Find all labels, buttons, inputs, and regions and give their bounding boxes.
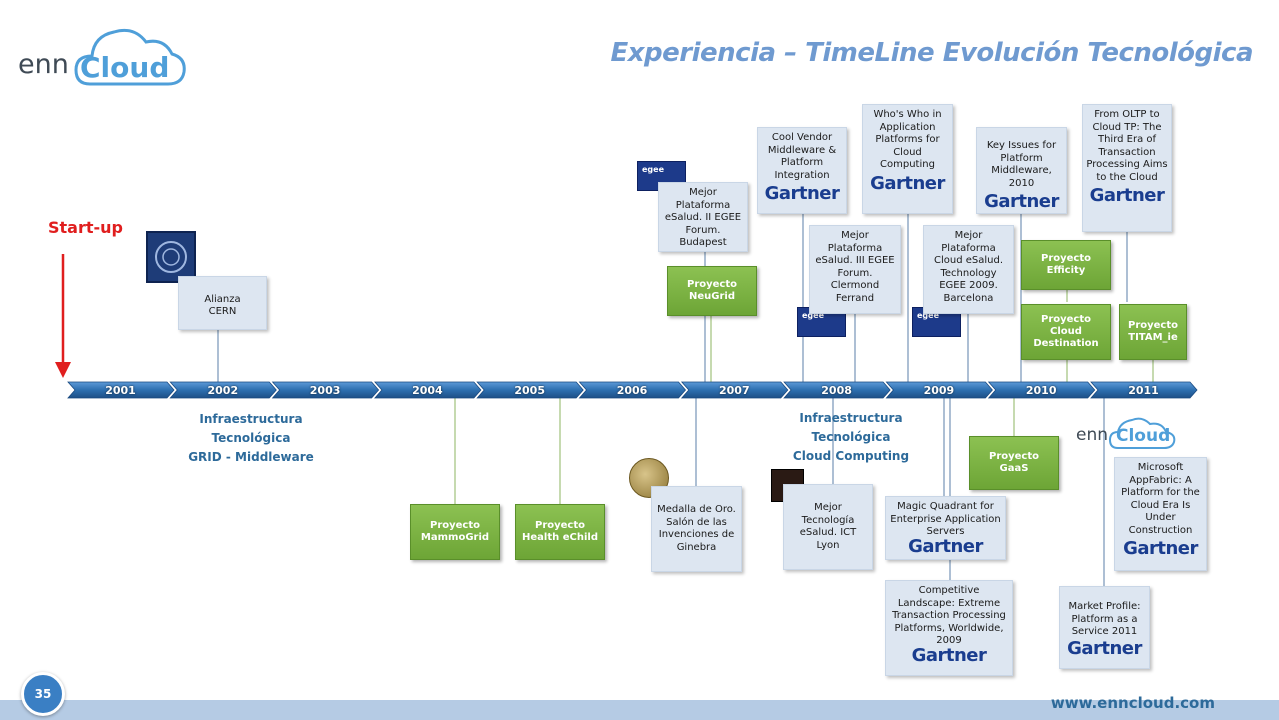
gold-medal-image [629,458,669,498]
egee-label: egee [642,165,665,174]
box-text: Alianza CERN [204,293,241,318]
gartner-logo: Gartner [870,174,945,192]
cloud-logo-small-icon [1108,417,1176,449]
green-text: Proyecto Cloud Destination [1033,314,1099,349]
box-magic-quadrant: Magic Quadrant for Enterprise Applicatio… [885,496,1006,560]
box-cool-vendor: Cool Vendor Middleware & Platform Integr… [757,127,847,214]
box-text: Mejor Plataforma Cloud eSalud. Technolog… [933,230,1003,304]
box-text: Mejor Tecnología eSalud. ICT Lyon [799,502,857,551]
enncloud-logo: enn Cloud [18,18,188,93]
enncloud-logo-small: enn Cloud [1076,412,1186,452]
box-ict-lyon: Mejor Tecnología eSalud. ICT Lyon [783,484,873,570]
gartner-text: Gartner [1089,185,1165,206]
timeline-year-label: 2002 [207,383,239,397]
timeline-year-label: 2006 [616,383,648,397]
gartner-text: Gartner [1067,637,1142,659]
timeline-year-label: 2007 [718,383,750,397]
era-line: Tecnológica [811,430,891,444]
timeline-year-label: 2003 [309,383,341,397]
era-line: Infraestructura [199,412,303,426]
slide-title: Experiencia – TimeLine Evolución Tecnoló… [610,38,1254,68]
logo-cloud-text: Cloud [1116,426,1171,446]
timeline-year-label: 2008 [821,383,852,397]
egee-label: egee [917,311,940,320]
box-text: Competitive Landscape: Extreme Transacti… [892,585,1006,646]
startup-arrow-icon [55,362,71,378]
era-line: Cloud Computing [792,449,910,463]
logo-cloud-text: Cloud [80,51,170,84]
era-line: Tecnológica [211,431,291,445]
box-text: Mejor Plataforma eSalud. III EGEE Forum.… [815,230,895,304]
cern-logo-image [146,231,196,283]
box-appfabric: Microsoft AppFabric: A Platform for the … [1114,457,1207,571]
box-egee-clermont: Mejor Plataforma eSalud. III EGEE Forum.… [809,225,901,314]
box-egee-barcelona: Mejor Plataforma Cloud eSalud. Technolog… [923,225,1014,314]
page-number: 35 [21,672,65,716]
gartner-text: Gartner [870,172,945,194]
green-cloud-destination: Proyecto Cloud Destination [1021,304,1111,360]
box-whos-who: Who's Who in Application Platforms for C… [862,104,953,214]
box-text: Cool Vendor Middleware & Platform Integr… [767,132,837,181]
startup-label: Start-up [48,218,123,237]
gartner-text: Gartner [911,644,987,666]
gartner-logo: Gartner [765,185,840,203]
cloud-logo-icon [74,28,186,86]
gartner-text: Gartner [764,183,840,204]
era-line: GRID - Middleware [188,450,314,464]
box-text: Microsoft AppFabric: A Platform for the … [1121,462,1200,536]
timeline-year-label: 2010 [1025,383,1057,397]
green-health-echild: Proyecto Health eChild [515,504,605,560]
gartner-logo: Gartner [1090,187,1165,205]
box-medalla: Medalla de Oro. Salón de las Invenciones… [651,486,742,572]
era-grid-middleware: Infraestructura Tecnológica GRID - Middl… [176,410,326,467]
box-text: Medalla de Oro. Salón de las Invenciones… [657,504,736,553]
timeline-year-label: 2004 [412,383,443,397]
green-efficity: Proyecto Efficity [1021,240,1111,290]
gartner-logo: Gartner [1123,540,1198,558]
logo-enn-text: enn [1076,425,1109,445]
era-line: Infraestructura [799,411,903,425]
box-oltp: From OLTP to Cloud TP: The Third Era of … [1082,104,1172,232]
era-cloud-computing: Infraestructura Tecnológica Cloud Comput… [776,409,926,466]
footer-bar [0,700,1279,720]
green-text: Proyecto GaaS [988,451,1039,474]
timeline-year-label: 2005 [514,383,545,397]
green-gaas: Proyecto GaaS [969,436,1059,490]
green-text: Proyecto Health eChild [522,520,598,543]
box-text: Who's Who in Application Platforms for C… [873,109,942,170]
gartner-text: Gartner [984,191,1059,212]
gartner-logo: Gartner [912,646,987,664]
box-market-profile: Market Profile: Platform as a Service 20… [1059,586,1150,669]
green-titam: Proyecto TITAM_ie [1119,304,1187,360]
gartner-logo: Gartner [984,193,1059,211]
timeline-year-label: 2001 [105,383,136,397]
green-text: Proyecto Efficity [1040,253,1091,276]
gartner-text: Gartner [1123,538,1198,559]
box-egee-budapest: Mejor Plataforma eSalud. II EGEE Forum. … [658,182,748,252]
green-text: Proyecto NeuGrid [686,279,737,302]
box-text: From OLTP to Cloud TP: The Third Era of … [1086,109,1168,183]
box-text: Magic Quadrant for Enterprise Applicatio… [890,501,1001,537]
timeline-year-label: 2009 [923,383,955,397]
egee-label: egee [802,311,825,320]
green-text: Proyecto TITAM_ie [1127,320,1178,343]
box-competitive: Competitive Landscape: Extreme Transacti… [885,580,1013,676]
box-key-issues: Key Issues for Platform Middleware, 2010… [976,127,1067,214]
gartner-text: Gartner [908,535,983,557]
box-alianza-cern: Alianza CERN [178,276,267,330]
logo-enn-text: enn [18,49,69,80]
box-text: Key Issues for Platform Middleware, 2010 [986,140,1057,189]
box-text: Market Profile: Platform as a Service 20… [1068,601,1141,637]
green-text: Proyecto MammoGrid [420,520,490,543]
green-neugrid: Proyecto NeuGrid [667,266,757,316]
green-mammogrid: Proyecto MammoGrid [410,504,500,560]
box-text: Mejor Plataforma eSalud. II EGEE Forum. … [664,187,742,248]
gartner-logo: Gartner [908,537,983,555]
timeline-year-label: 2011 [1128,383,1159,397]
website-url[interactable]: www.enncloud.com [1050,694,1215,712]
gartner-logo: Gartner [1067,639,1142,657]
